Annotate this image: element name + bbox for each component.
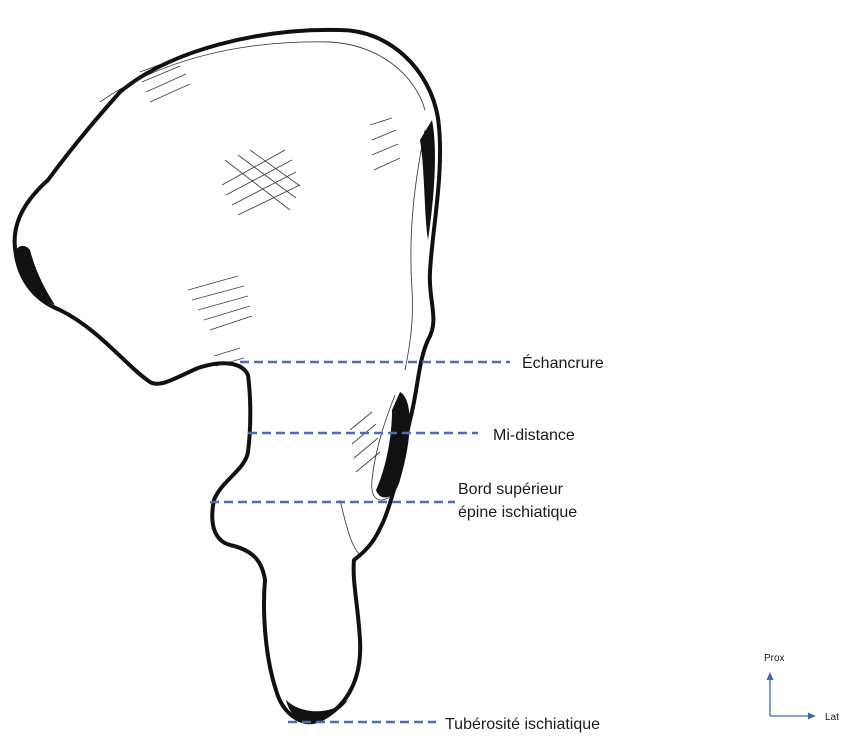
label-tuberosite: Tubérosité ischiatique [445,716,600,733]
arrowhead-prox [767,672,774,680]
label-echancrure: Échancrure [522,353,604,372]
label-bord-superieur-line1: Bord supérieur [458,481,564,498]
bone-outline [15,30,440,722]
label-mi-distance: Mi-distance [493,427,575,444]
label-prox: Prox [764,653,785,664]
bone-illustration [15,30,440,722]
label-bord-superieur-line2: épine ischiatique [458,504,577,521]
label-lat: Lat [825,712,839,723]
labels: Échancrure Mi-distance Bord supérieur ép… [445,353,604,733]
arrowhead-lat [808,713,816,720]
orientation-indicator: Prox Lat [764,653,839,723]
